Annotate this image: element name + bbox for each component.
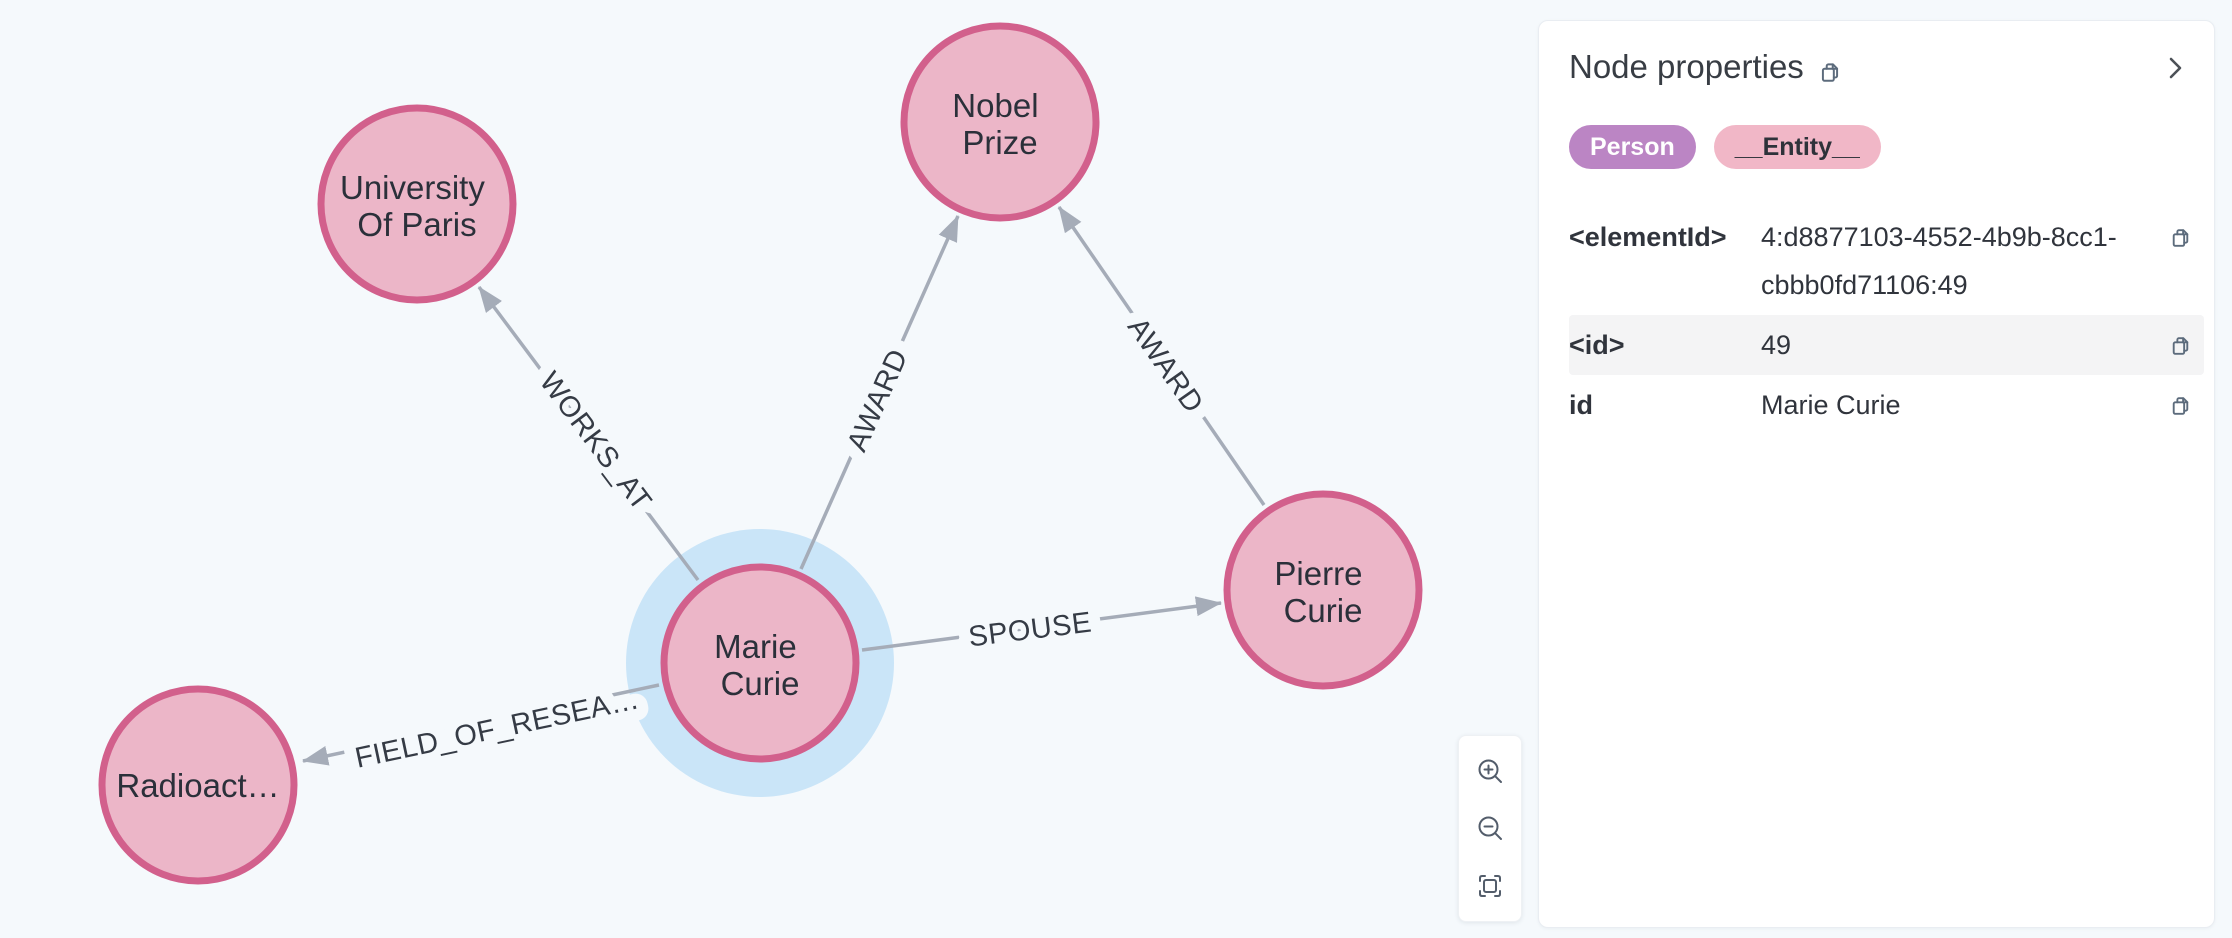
node-university-of-paris[interactable]: University Of Paris	[317, 104, 517, 304]
svg-text:Nobel Prize: Nobel Prize	[952, 87, 1047, 161]
copy-property-button[interactable]	[2169, 394, 2192, 417]
property-row-id-internal: <id> 49	[1569, 315, 2204, 376]
zoom-in-icon	[1478, 759, 1502, 783]
svg-text:University Of Paris: University Of Paris	[340, 169, 494, 243]
relationship-award-marie[interactable]: AWARD	[799, 215, 960, 570]
panel-title: Node properties	[1569, 48, 1804, 85]
property-value: 4:d8877103-4552-4b9b-8cc1-cbbb0fd71106:4…	[1761, 222, 2117, 301]
node-label-badges: Person __Entity__	[1569, 125, 2204, 170]
copy-icon	[2172, 229, 2189, 248]
relationship-label[interactable]: SPOUSE	[955, 595, 1106, 666]
node-marie-curie-selected[interactable]: Marie Curie	[660, 563, 860, 763]
collapse-panel-button[interactable]	[2160, 53, 2190, 83]
copy-property-button[interactable]	[2169, 334, 2192, 357]
chevron-right-icon	[2169, 57, 2182, 79]
relationship-award-pierre[interactable]: AWARD	[1057, 206, 1266, 506]
zoom-fit-button[interactable]	[1468, 864, 1512, 908]
svg-text:Marie Curie: Marie Curie	[714, 628, 806, 702]
relationship-label[interactable]: FIELD_OF_RESEA…	[340, 671, 654, 786]
property-key: id	[1569, 390, 1593, 421]
property-value: 49	[1761, 330, 1792, 361]
svg-text:Pierre Curie: Pierre Curie	[1274, 555, 1371, 629]
property-row-id: id Marie Curie	[1569, 375, 2204, 435]
relationship-field-of-research[interactable]: FIELD_OF_RESEA…	[302, 671, 660, 787]
zoom-out-button[interactable]	[1468, 806, 1512, 850]
properties-table: <elementId> 4:d8877103-4552-4b9b-8cc1-cb…	[1569, 207, 2204, 435]
zoom-toolbar	[1458, 735, 1522, 922]
zoom-in-button[interactable]	[1468, 749, 1512, 793]
panel-header: Node properties	[1569, 48, 2204, 85]
svg-text:Radioact…: Radioact…	[116, 767, 279, 804]
node-properties-panel: Node properties Person __Entity__ <eleme…	[1538, 20, 2215, 928]
relationship-label[interactable]: AWARD	[829, 332, 926, 468]
property-row-element-id: <elementId> 4:d8877103-4552-4b9b-8cc1-cb…	[1569, 207, 2204, 315]
node-radioactivity[interactable]: Radioact…	[98, 685, 298, 885]
relationship-spouse[interactable]: SPOUSE	[861, 595, 1222, 666]
relationship-label[interactable]: AWARD	[1109, 300, 1221, 431]
copy-property-button[interactable]	[2169, 226, 2192, 249]
zoom-out-icon	[1478, 816, 1502, 841]
node-label-badge-person: Person	[1569, 125, 1696, 170]
node-pierre-curie[interactable]: Pierre Curie	[1223, 490, 1423, 690]
node-label-badge-entity: __Entity__	[1713, 125, 1881, 170]
relationship-label[interactable]: WORKS_AT	[521, 354, 670, 529]
copy-all-properties-button[interactable]	[1818, 60, 1842, 84]
property-key: <id>	[1569, 330, 1625, 361]
copy-icon	[2172, 397, 2189, 416]
fit-to-screen-icon	[1479, 875, 1501, 898]
copy-icon	[1821, 63, 1838, 82]
relationship-works-at[interactable]: WORKS_AT	[477, 285, 700, 582]
node-nobel-prize[interactable]: Nobel Prize	[900, 22, 1100, 222]
property-value: Marie Curie	[1761, 390, 1901, 421]
property-key: <elementId>	[1569, 222, 1727, 253]
copy-icon	[2172, 337, 2189, 356]
